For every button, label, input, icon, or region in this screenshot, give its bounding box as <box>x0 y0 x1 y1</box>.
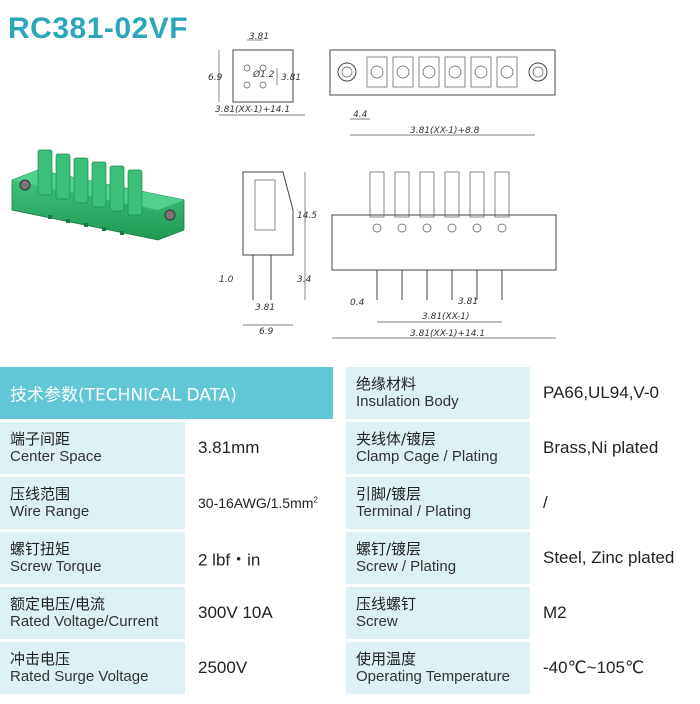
label-cn: 螺钉扭矩 <box>10 540 71 558</box>
value-cell: PA66,UL94,V-0 <box>533 367 700 419</box>
label-cn: 压线范围 <box>10 485 71 503</box>
dim-front-total: 3.81(XX-1)+14.1 <box>410 329 485 339</box>
dim-side-height: 14.5 <box>297 211 317 221</box>
label-en: Operating Temperature <box>356 668 510 685</box>
dim-height-small: 6.9 <box>208 73 223 83</box>
dim-side-width: 6.9 <box>259 327 274 337</box>
value-text: Steel, Zinc plated <box>543 548 675 567</box>
dim-hole: Ø1.2 <box>252 69 275 80</box>
value-cell: 300V 10A <box>188 587 333 639</box>
dim-front-pin: 0.4 <box>350 298 365 308</box>
value-text: -40℃~105℃ <box>543 658 645 677</box>
dim-front-pitch: 3.81 <box>458 297 478 307</box>
value-text: Brass,Ni plated <box>543 438 659 457</box>
dim-side-pitch: 3.81 <box>255 303 275 313</box>
dim-top-total: 3.81(XX-1)+14.1 <box>215 105 290 115</box>
value-cell: Steel, Zinc plated <box>533 532 700 584</box>
dim-top-offset: 4.4 <box>353 110 368 120</box>
value-text: / <box>543 493 548 512</box>
label-cn: 端子间距 <box>10 430 71 448</box>
value-text: 2500V <box>198 658 248 677</box>
label-en: Center Space <box>10 448 102 465</box>
label-en: Screw Torque <box>10 558 102 575</box>
dim-side-pin-offset: 1.0 <box>219 275 234 285</box>
value-text: PA66,UL94,V-0 <box>543 383 659 402</box>
value-cell: 2 lbf・in <box>188 532 333 584</box>
drawing-side-view: 14.5 3.4 1.0 3.81 6.9 <box>219 171 317 337</box>
label-en: Rated Surge Voltage <box>10 668 149 685</box>
table-header-label: 技术参数(TECHNICAL DATA) <box>10 385 237 406</box>
label-en: Clamp Cage / Plating <box>356 448 498 465</box>
label-en: Terminal / Plating <box>356 503 472 520</box>
product-title: RC381-02VF <box>8 12 189 45</box>
value-main: 30-16AWG/1.5mm <box>198 495 314 511</box>
value-text: 300V 10A <box>198 603 273 622</box>
value-cell: M2 <box>533 587 700 639</box>
label-cn: 绝缘材料 <box>356 375 417 393</box>
product-photo <box>11 149 185 241</box>
drawing-front-view: 0.4 3.81 3.81(XX-1) 3.81(XX-1)+14.1 <box>331 171 557 339</box>
table-header: 技术参数(TECHNICAL DATA) <box>0 367 333 419</box>
value-cell: -40℃~105℃ <box>533 642 700 694</box>
dim-pitch: 3.81 <box>249 32 269 42</box>
label-cn: 压线螺钉 <box>356 595 417 613</box>
value-cell: / <box>533 477 700 529</box>
value-cell: Brass,Ni plated <box>533 422 700 474</box>
label-cn: 冲击电压 <box>10 650 71 668</box>
value-text: 30-16AWG/1.5mm2 <box>198 495 318 511</box>
value-cell: 30-16AWG/1.5mm2 <box>188 477 333 529</box>
dim-side-pin: 3.4 <box>297 275 312 285</box>
value-sup: 2 <box>313 495 318 505</box>
label-cn: 额定电压/电流 <box>10 595 106 613</box>
dim-top-span: 3.81(XX-1)+8.8 <box>410 126 480 136</box>
drawing-end-view: 3.81 Ø1.2 6.9 3.81 3.81(XX-1)+14.1 <box>208 32 305 116</box>
label-cn: 引脚/镀层 <box>356 485 422 503</box>
label-en: Wire Range <box>10 503 90 520</box>
label-en: Rated Voltage/Current <box>10 613 159 630</box>
value-cell: 3.81mm <box>188 422 333 474</box>
drawing-top-view: 4.4 3.81(XX-1)+8.8 <box>329 49 556 136</box>
dim-pitch-v: 3.81 <box>281 73 301 83</box>
value-cell: 2500V <box>188 642 333 694</box>
label-en: Insulation Body <box>356 393 459 410</box>
label-en: Screw / Plating <box>356 558 457 575</box>
label-cn: 夹线体/镀层 <box>356 430 437 448</box>
value-text: 3.81mm <box>198 438 260 457</box>
label-cn: 螺钉/镀层 <box>356 540 422 558</box>
value-text: 2 lbf・in <box>198 550 261 570</box>
label-cn: 使用温度 <box>356 650 417 668</box>
dim-front-span: 3.81(XX-1) <box>422 312 470 322</box>
label-en: Screw <box>356 613 398 630</box>
value-text: M2 <box>543 603 567 622</box>
